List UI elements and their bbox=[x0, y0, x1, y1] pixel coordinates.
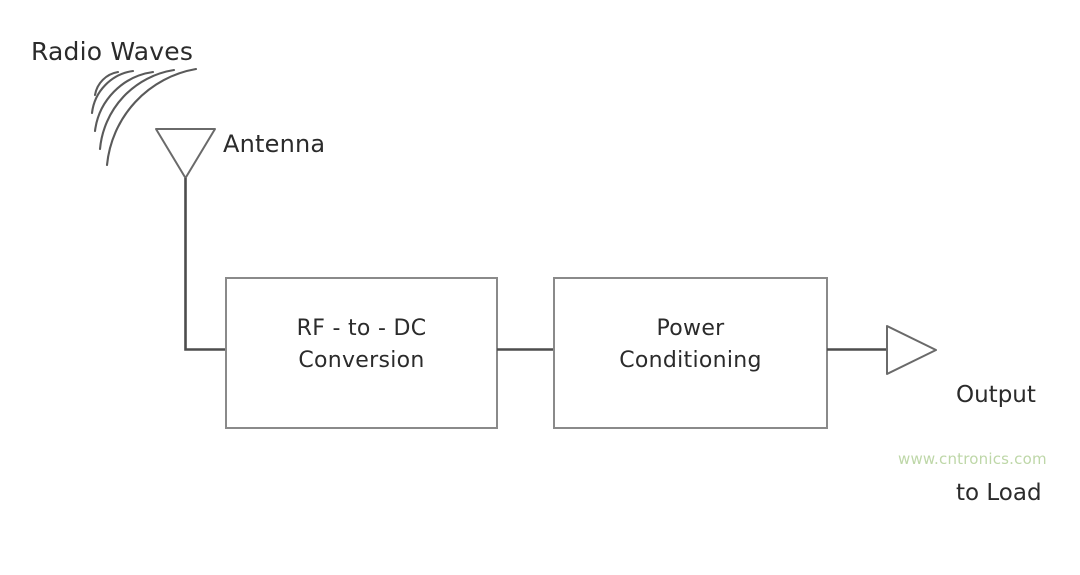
antenna-triangle-icon bbox=[155, 128, 216, 179]
block-power-conditioning-label: Power Conditioning bbox=[554, 313, 827, 377]
radio-wave-arcs-icon bbox=[90, 67, 198, 167]
block-power-conditioning-line1: Power bbox=[656, 316, 725, 341]
output-arrow-triangle-icon bbox=[886, 325, 937, 375]
block-rf-to-dc-line2: Conversion bbox=[298, 347, 425, 373]
label-antenna: Antenna bbox=[223, 130, 326, 158]
label-radio-waves: Radio Waves bbox=[31, 37, 194, 66]
watermark: www.cntronics.com bbox=[898, 450, 1047, 468]
antenna-feed-line bbox=[184, 178, 226, 351]
block-rf-to-dc bbox=[225, 277, 498, 429]
block-rf-to-dc-label: RF - to - DC Conversion bbox=[226, 313, 497, 377]
label-output-to-load: Output to Load bbox=[956, 314, 1042, 575]
block-power-conditioning-line2: Conditioning bbox=[619, 347, 762, 373]
diagram-vector-layer bbox=[90, 67, 937, 429]
block-rf-to-dc-line1: RF - to - DC bbox=[296, 316, 427, 341]
label-output-to-load-line2: to Load bbox=[956, 480, 1042, 507]
label-output-to-load-line1: Output bbox=[956, 382, 1036, 409]
diagram-canvas: Radio Waves Antenna RF - to - DC Convers… bbox=[31, 37, 1047, 507]
block-power-conditioning bbox=[553, 277, 828, 429]
